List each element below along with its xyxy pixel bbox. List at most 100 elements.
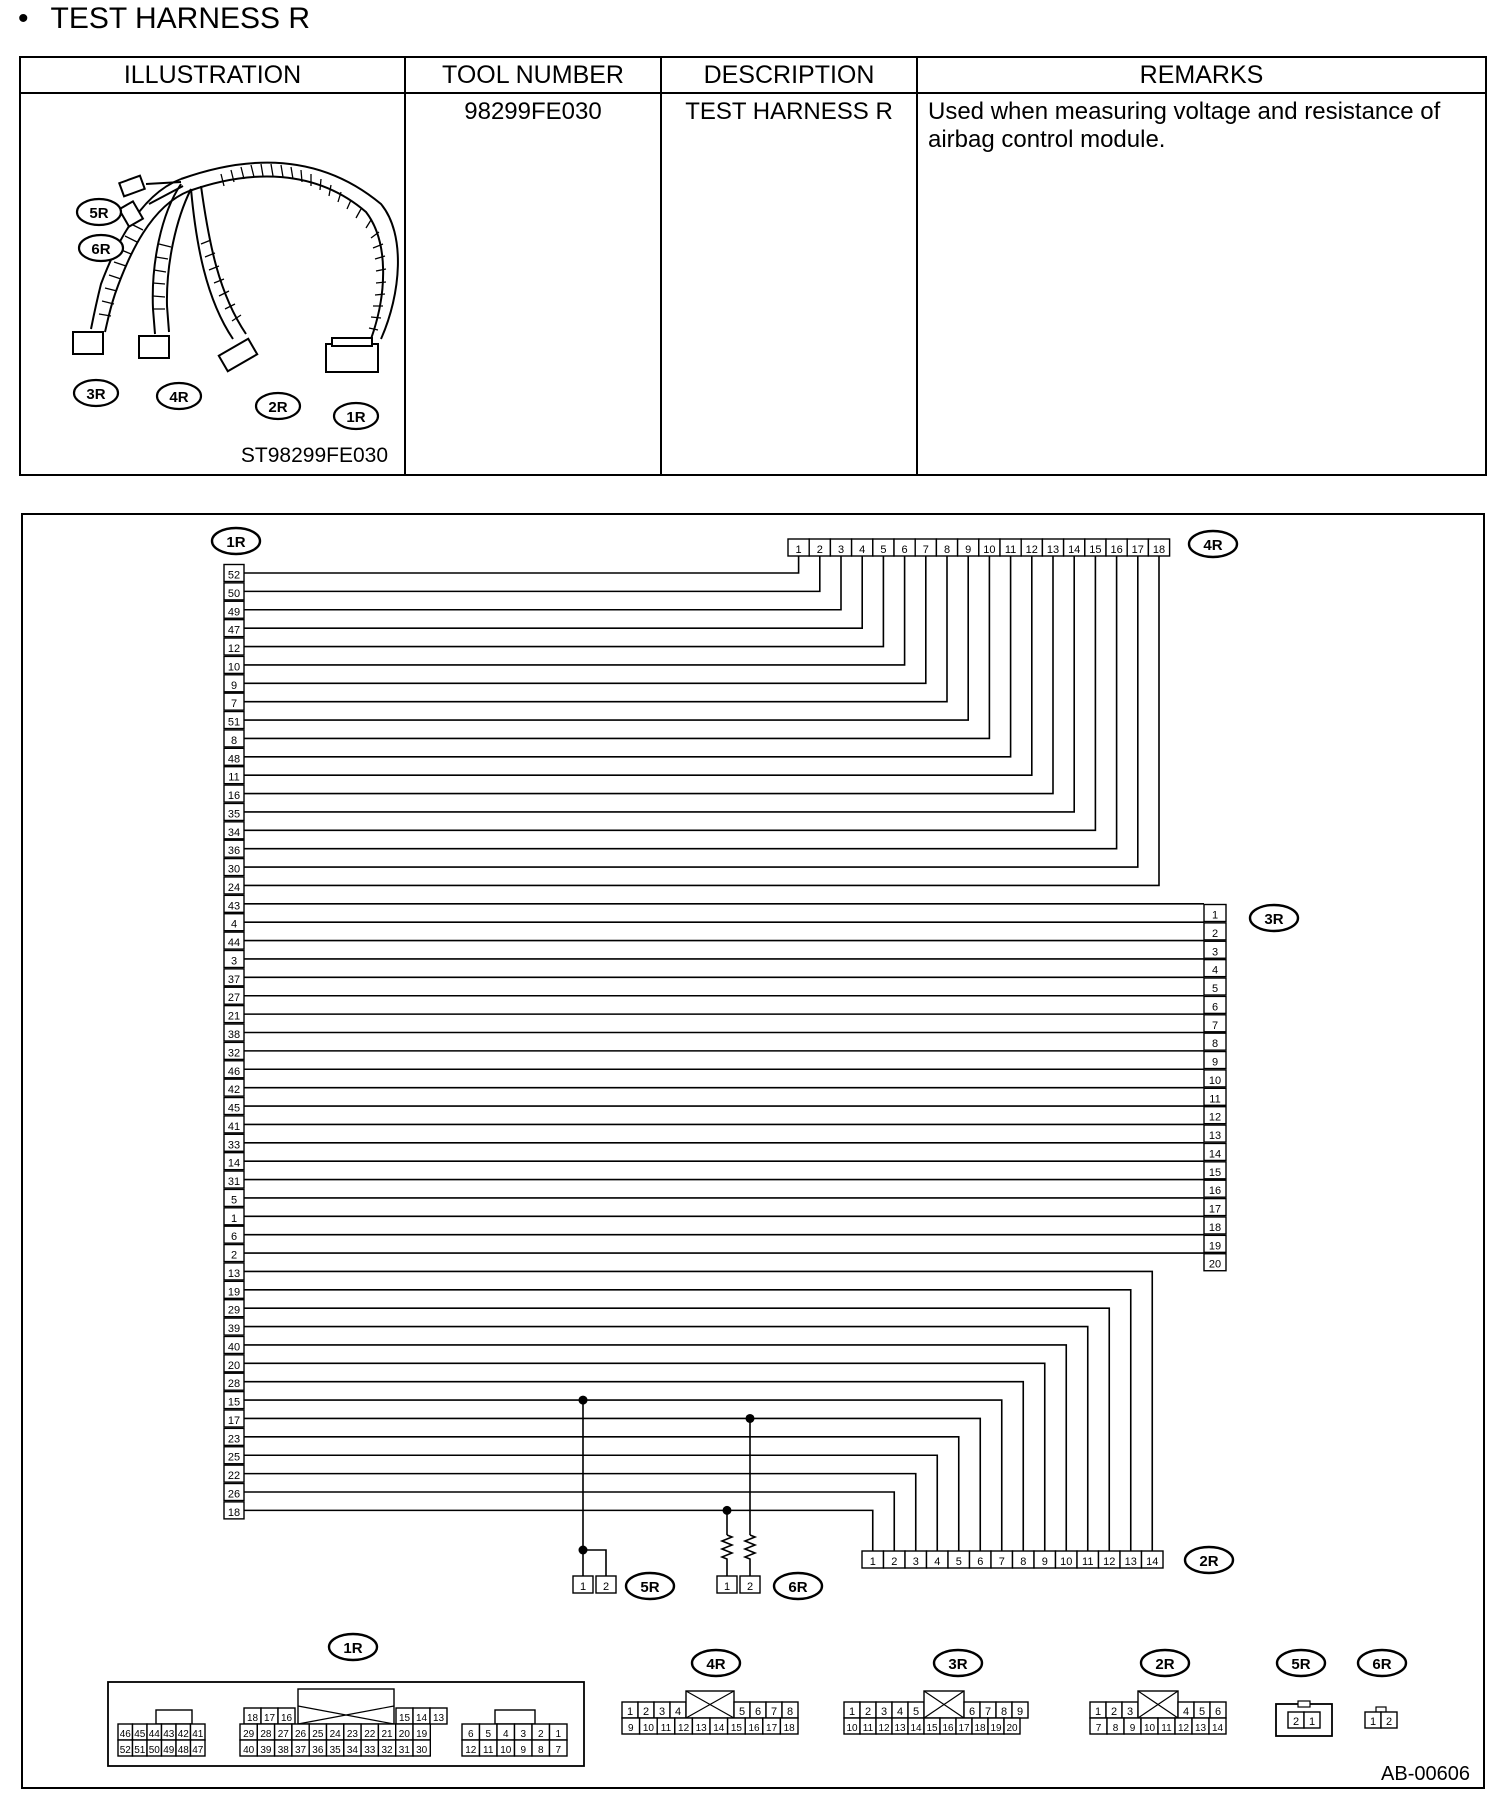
pin-3r [1203, 922, 1227, 941]
face-3r-pin-label: 17 [958, 1723, 970, 1734]
pin-4r-label: 17 [1132, 544, 1144, 556]
pin-3r [1203, 1050, 1227, 1070]
face-1r-pin [548, 1739, 568, 1757]
face-3r-pin-label: 9 [1017, 1706, 1023, 1718]
callout-face-6r: 6R [1356, 1648, 1408, 1678]
pin-3r-label: 6 [1212, 1001, 1218, 1013]
wire-to-4r [244, 556, 927, 685]
wire-to-4r [244, 556, 842, 611]
pin-1r [223, 1262, 245, 1281]
pin-1r-label: 37 [228, 974, 240, 986]
wire-to-2r [244, 1362, 1046, 1551]
face-4r-pin-label: 3 [659, 1706, 665, 1718]
pin-1r [223, 1482, 245, 1502]
face-5r-latch [1297, 1700, 1311, 1708]
face-1r-pin-label: 17 [264, 1713, 276, 1724]
pin-1r [223, 1170, 245, 1189]
pin-1r-label: 4 [231, 919, 237, 931]
wires [244, 556, 1204, 1576]
face-1r-pin-label: 33 [364, 1745, 376, 1756]
callout-face-5r: 5R [1275, 1648, 1327, 1678]
face-3r-pin [1003, 1717, 1021, 1735]
pin-1r-label: 38 [228, 1029, 240, 1041]
wire-to-4r [244, 556, 1054, 795]
callout-face-6r-label: 6R [1372, 1656, 1391, 1673]
pin-2r-label: 12 [1103, 1556, 1115, 1568]
pin-3r-label: 3 [1212, 946, 1218, 958]
pin-3r-label: 11 [1209, 1093, 1220, 1105]
callout-face-3r-ellipse [932, 1648, 984, 1678]
wire-to-4r [244, 556, 821, 593]
pin-3r [1203, 1032, 1227, 1051]
face-2r-pin-label: 14 [1212, 1723, 1224, 1734]
illustration-callout-label: 5R [89, 205, 108, 222]
pin-1r [223, 1464, 245, 1483]
pin-3r [1203, 1069, 1227, 1088]
face-3r-pin-label: 15 [926, 1723, 938, 1734]
pin-1r-label: 20 [228, 1360, 240, 1372]
pin-6r-label: 1 [724, 1581, 730, 1593]
face-4r-pin-label: 12 [678, 1723, 690, 1734]
pin-1r [223, 1133, 245, 1152]
face-1r-pin-label: 13 [433, 1713, 445, 1724]
pin-1r [223, 1115, 245, 1134]
illustration-callout-1r [332, 401, 380, 431]
face-1r-pin-label: 11 [483, 1745, 494, 1756]
pin-1r-label: 36 [228, 845, 240, 857]
pin-1r [223, 1335, 245, 1355]
pin-5r [595, 1575, 617, 1594]
pin-1r [223, 600, 245, 619]
pin-4r-label: 5 [880, 544, 886, 556]
callout-face-4r: 4R [690, 1648, 742, 1678]
face-1r-b-key-cross [297, 1705, 395, 1725]
illustration-callout-3r [72, 378, 120, 408]
header-description: DESCRIPTION [660, 56, 918, 94]
pin-4r-label: 3 [838, 544, 844, 556]
pin-3r-label: 13 [1209, 1130, 1221, 1142]
pin-2r-label: 9 [1042, 1556, 1048, 1568]
wire-to-4r [244, 556, 969, 721]
wire-to-2r [244, 1491, 896, 1551]
pin-1r [223, 1409, 245, 1428]
face-1r-pin-label: 47 [192, 1745, 204, 1756]
pin-1r [223, 931, 245, 950]
pin-2r-label: 8 [1020, 1556, 1026, 1568]
face-3r-pin-label: 14 [910, 1723, 922, 1734]
tool-number-cell: 98299FE030 [404, 92, 662, 476]
pin-1r [223, 563, 245, 583]
pin-1r [223, 913, 245, 932]
pin-1r-label: 51 [228, 717, 240, 729]
pin-4r-label: 11 [1005, 544, 1016, 556]
pin-1r-label: 35 [228, 808, 240, 820]
pin-1r [223, 1280, 245, 1300]
pin-2r-label: 13 [1125, 1556, 1137, 1568]
pin-1r [223, 1060, 245, 1079]
pin-1r [223, 986, 245, 1005]
pin-3r [1203, 1124, 1227, 1143]
pin-4r-label: 16 [1110, 544, 1122, 556]
pin-1r-label: 39 [228, 1323, 240, 1335]
face-3r-pin-label: 10 [846, 1723, 858, 1734]
wire-to-4r [244, 556, 906, 666]
face-3r-key-cross [923, 1690, 965, 1719]
wire-to-2r [244, 1472, 917, 1551]
face-1r-pin-label: 20 [399, 1729, 411, 1740]
wire-to-2r [244, 1344, 1068, 1551]
pin-3r [1203, 1216, 1227, 1235]
face-1r-pin-label: 14 [416, 1713, 428, 1724]
pin-2r-label: 2 [891, 1556, 897, 1568]
pin-1r-label: 31 [228, 1176, 240, 1188]
pin-1r-label: 46 [228, 1066, 240, 1078]
pin-1r-label: 14 [228, 1158, 240, 1170]
face-1r-pin-label: 2 [538, 1729, 544, 1740]
pin-1r-label: 7 [231, 698, 237, 710]
pin-1r-label: 49 [228, 606, 240, 618]
face-3r-pin-label: 6 [969, 1706, 975, 1718]
pin-1r-label: 52 [228, 570, 240, 582]
pin-1r [223, 1151, 245, 1171]
callout-face-5r-label: 5R [1291, 1656, 1310, 1673]
pin-1r-label: 1 [231, 1213, 237, 1225]
wire-to-4r [244, 556, 885, 648]
